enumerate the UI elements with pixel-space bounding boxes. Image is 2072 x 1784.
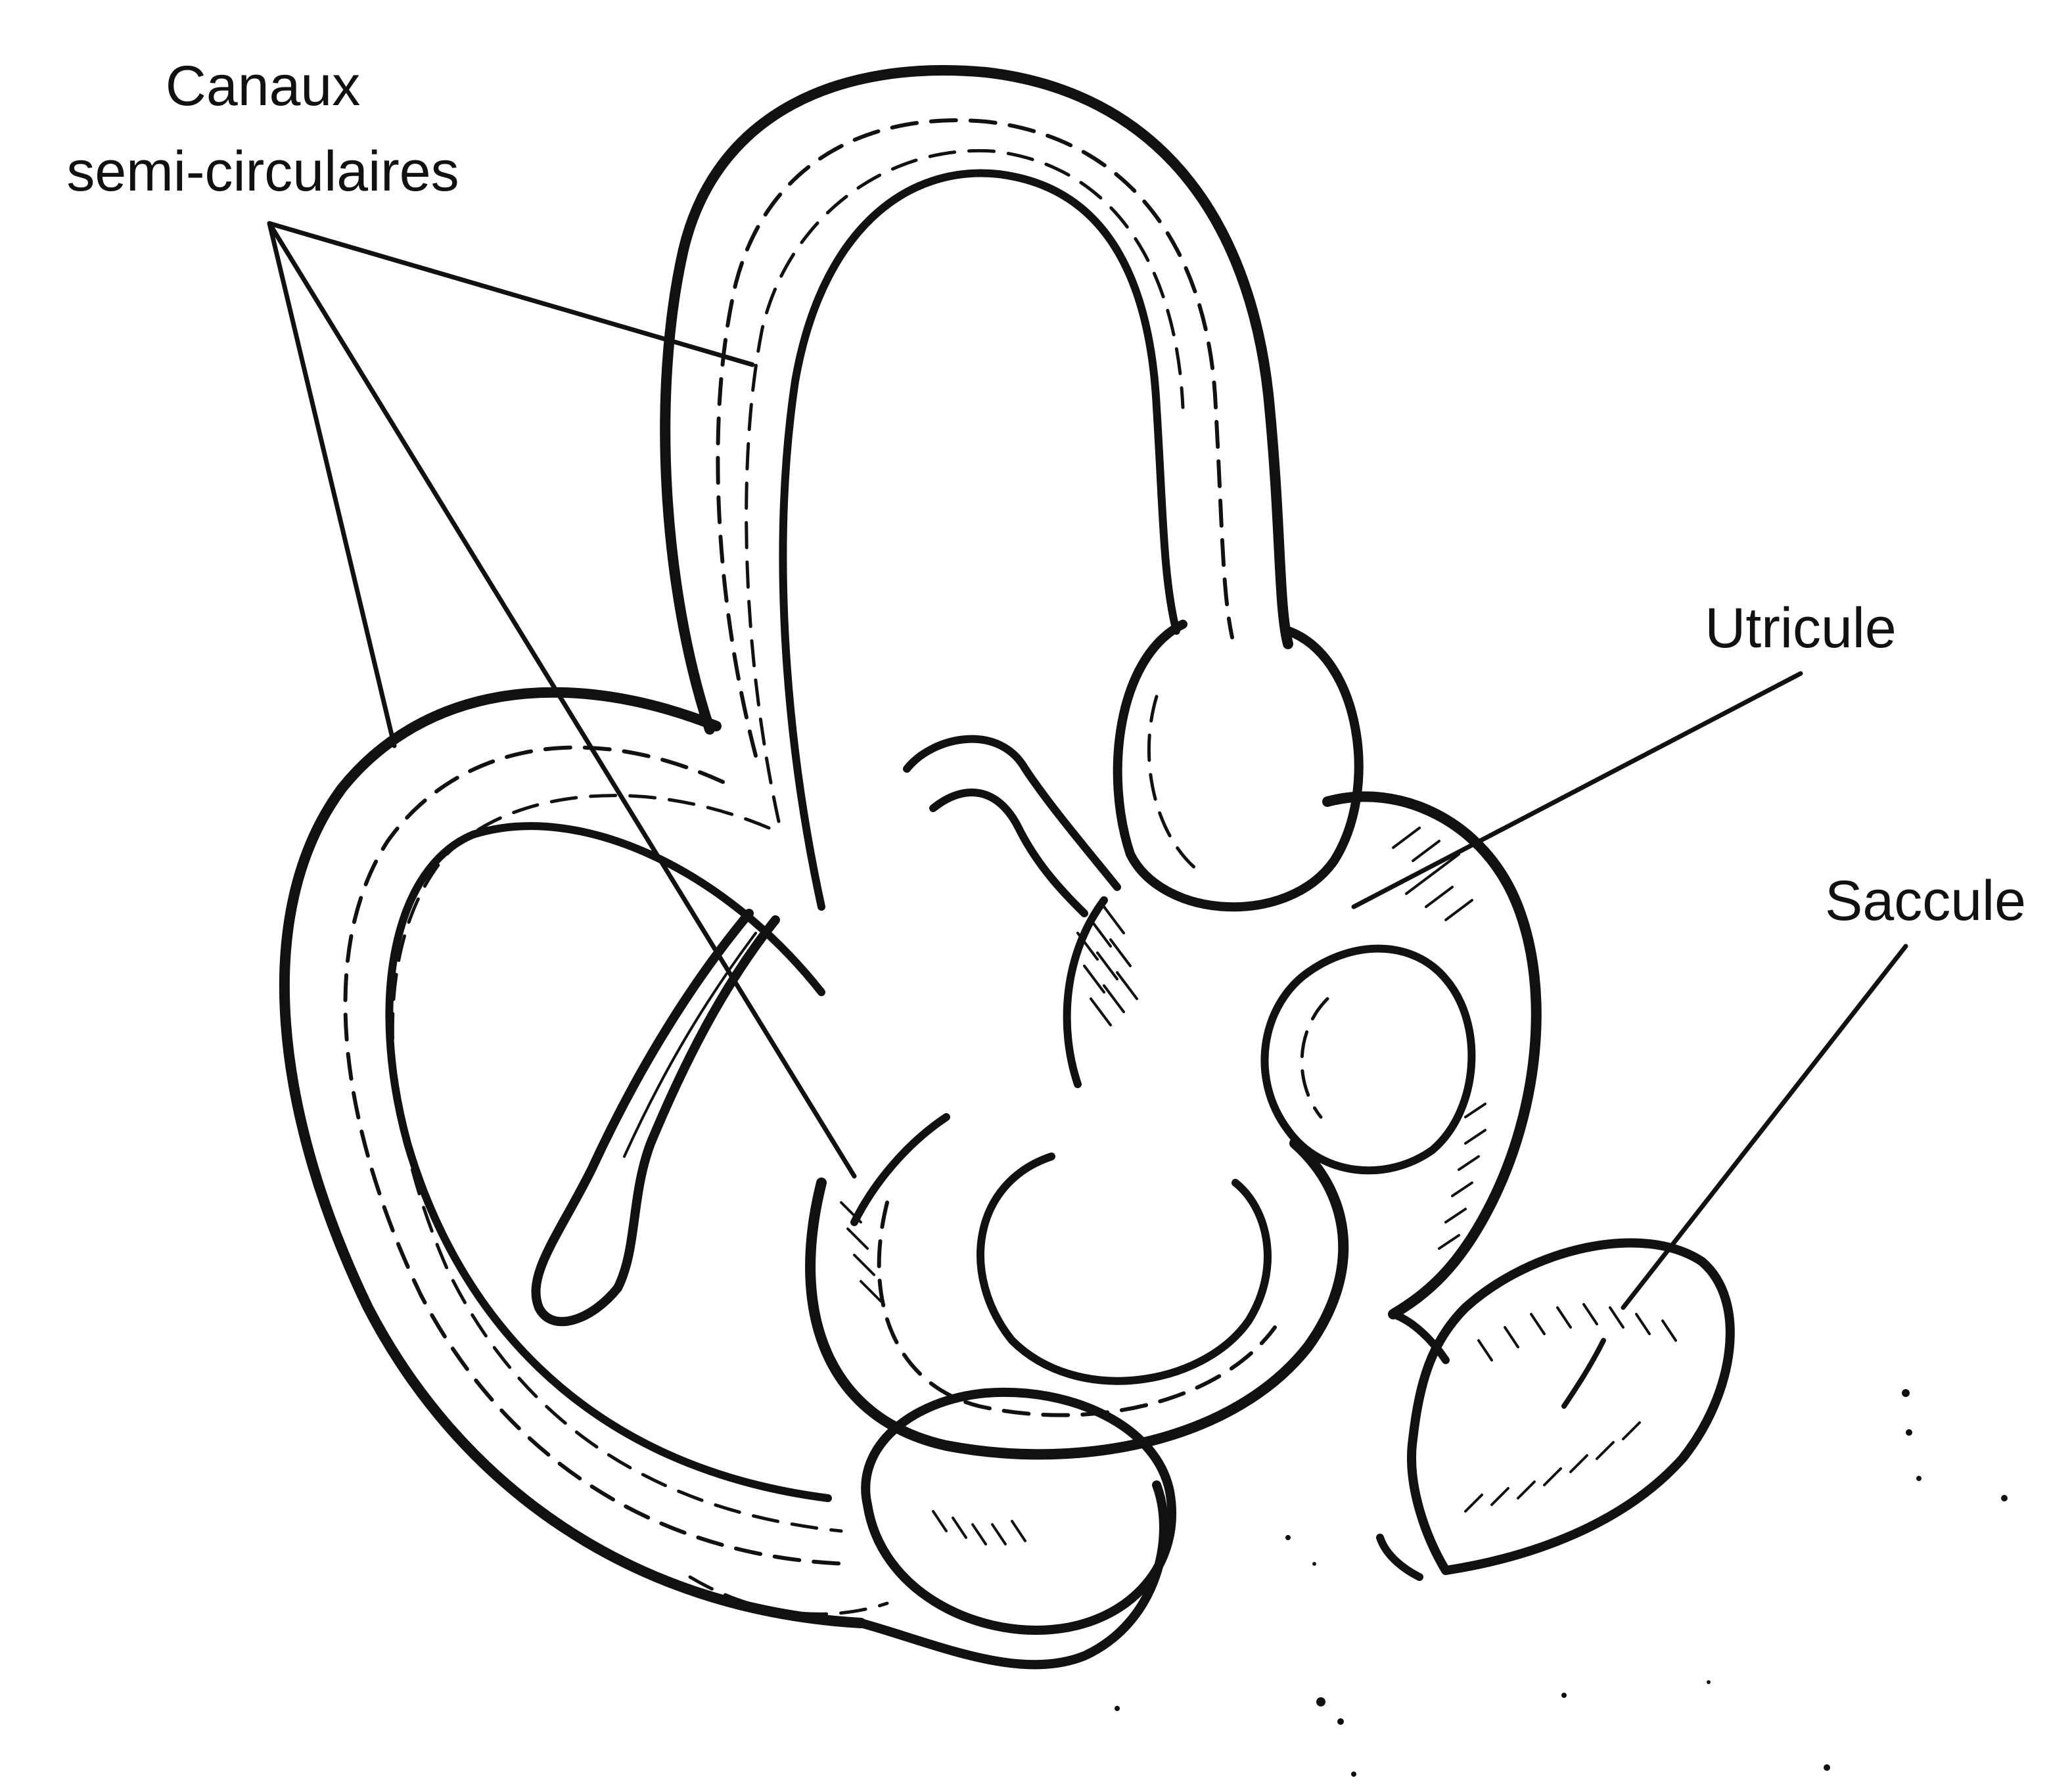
- canals-leader-1: [267, 221, 755, 367]
- saccule-label: Saccule: [1825, 869, 2026, 932]
- utricle-leader: [1351, 671, 1803, 909]
- utricle-body: [1063, 791, 1542, 1319]
- label-utricle: Utricule: [1351, 597, 1897, 909]
- surface-hatching: [840, 827, 1486, 1545]
- scan-specks: [1115, 1389, 2008, 1777]
- canals-leader-3: [267, 221, 857, 1179]
- superior-semicircular-canal: [660, 65, 1293, 911]
- endolymphatic-duct: [531, 909, 780, 1327]
- saccule-sac: [1376, 1238, 1735, 1581]
- saccule-leader: [1621, 944, 1908, 1310]
- connecting-duct: [903, 735, 1121, 917]
- utricle-label: Utricule: [1705, 597, 1897, 660]
- canals-label-line1: Canaux: [166, 55, 360, 118]
- posterior-canal-ampulla: [861, 1388, 1177, 1635]
- canals-label-line2: semi-circulaires: [66, 140, 459, 203]
- label-saccule: Saccule: [1621, 869, 2026, 1310]
- label-semicircular-canals: Canaux semi-circulaires: [66, 55, 857, 1179]
- posterior-semicircular-canal: [279, 687, 1168, 1670]
- lateral-semicircular-canal: [805, 1113, 1349, 1460]
- canals-leader-2: [267, 221, 397, 748]
- superior-canal-ampulla: [1113, 620, 1364, 912]
